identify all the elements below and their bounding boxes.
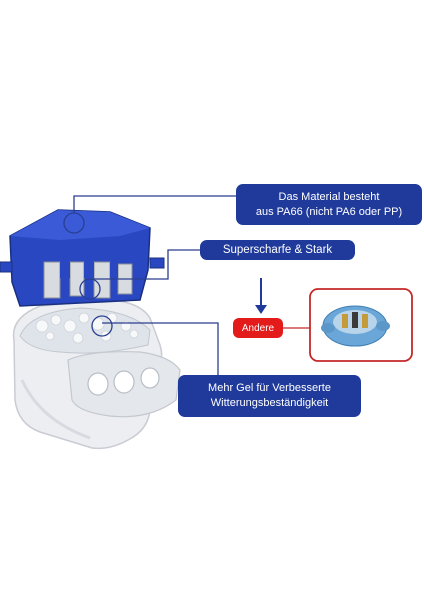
sharp-callout-text: Superscharfe & Stark: [222, 244, 333, 256]
material-callout: Das Material besteht aus PA66 (nicht PA6…: [236, 184, 422, 225]
gel-callout-line1: Mehr Gel für Verbesserte: [208, 382, 331, 394]
material-callout-line2: aus PA66 (nicht PA6 oder PP): [255, 205, 403, 218]
gel-callout-line2: Witterungsbeständigkeit: [210, 397, 329, 409]
material-callout-line1: Das Material besteht: [278, 190, 380, 203]
down-arrow-icon: [255, 278, 267, 314]
gel-callout: Mehr Gel für Verbesserte Witterungsbestä…: [178, 375, 361, 417]
andere-badge: Andere: [233, 318, 283, 338]
blue-cap: [0, 209, 165, 307]
gel-base: [12, 299, 181, 450]
other-product-inset: [309, 288, 413, 362]
andere-label: Andere: [241, 322, 275, 334]
sharp-callout: Superscharfe & Stark: [200, 240, 355, 260]
